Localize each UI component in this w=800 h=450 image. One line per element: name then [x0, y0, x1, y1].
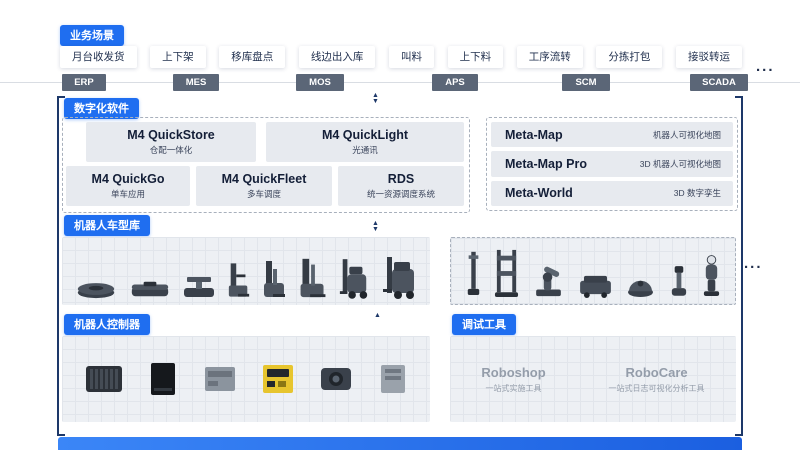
forklift-icon [340, 259, 368, 299]
tool-roboshop: Roboshop 一站式实施工具 [481, 365, 545, 394]
disc-agv-icon [78, 283, 115, 299]
telepresence-robot-icon [671, 266, 686, 296]
dome-robot-icon [627, 280, 653, 298]
safety-controller-icon [263, 365, 294, 393]
tab-transfer[interactable]: 接驳转运 [676, 46, 742, 68]
black-controller-icon [151, 363, 176, 395]
flat-agv-icon [131, 281, 168, 297]
system-mos: MOS [296, 74, 344, 91]
product-desc: 3D 数字孪生 [673, 188, 721, 199]
product-m4-quickfleet: M4 QuickFleet 多车调度 [196, 166, 332, 206]
product-desc: 统一资源调度系统 [366, 189, 435, 199]
system-scada: SCADA [690, 74, 748, 91]
tab-relocation-count[interactable]: 移库盘点 [219, 46, 286, 68]
tool-desc: 一站式实施工具 [485, 383, 542, 393]
flow-arrow-up-icon: ▲ [374, 312, 381, 319]
product-name: RDS [387, 172, 415, 186]
tab-shelving[interactable]: 上下架 [150, 46, 206, 68]
io-module-icon [204, 367, 235, 391]
arrow-up-icon: ▲ [372, 92, 379, 99]
reach-truck-icon [300, 258, 326, 298]
tab-lineside-io[interactable]: 线边出入库 [298, 46, 376, 68]
product-name: M4 QuickGo [91, 172, 165, 186]
product-desc: 光通讯 [352, 145, 378, 155]
product-m4-quickgo: M4 QuickGo 单车应用 [66, 166, 190, 206]
tab-dock-receiving[interactable]: 月台收发货 [60, 46, 137, 68]
humanoid-robot-icon [703, 255, 719, 296]
product-meta-world: Meta-World 3D 数字孪生 [491, 180, 733, 206]
tab-process-flow[interactable]: 工序流转 [516, 46, 583, 68]
meta-product-group: Meta-Map 机器人可视化地图 Meta-Map Pro 3D 机器人可视化… [486, 117, 738, 211]
systems-more-ellipsis: ... [756, 58, 775, 75]
tab-material-call[interactable]: 叫料 [389, 46, 434, 68]
arrow-down-icon: ▼ [372, 226, 379, 233]
product-m4-quicklight: M4 QuickLight 光通讯 [266, 122, 464, 162]
robots-more-ellipsis: ... [744, 255, 763, 272]
tab-sorting-packing[interactable]: 分拣打包 [596, 46, 663, 68]
gray-controller-icon [380, 365, 405, 393]
product-desc: 机器人可视化地图 [652, 129, 721, 140]
robot-icons-row [451, 238, 735, 304]
flow-arrow-updown-icon: ▲ ▼ [372, 220, 379, 233]
system-mes: MES [173, 74, 219, 91]
robot-panel-special [450, 237, 736, 305]
robot-icons-row [62, 237, 430, 305]
controller-panel [62, 336, 430, 422]
digital-software-badge: 数字化软件 [64, 98, 139, 119]
product-meta-map-pro: Meta-Map Pro 3D 机器人可视化地图 [491, 151, 733, 177]
tab-loading[interactable]: 上下料 [447, 46, 504, 68]
system-aps: APS [432, 74, 478, 91]
debug-tools-panel: Roboshop 一站式实施工具 RoboCare 一站式日志可视化分析工具 [450, 336, 736, 422]
shuttle-robot-icon [579, 275, 611, 298]
product-name: Meta-World [505, 186, 573, 201]
finned-controller-icon [86, 366, 123, 392]
product-name: M4 QuickStore [127, 128, 215, 142]
stacker-forklift-icon [264, 261, 286, 297]
tool-name: RoboCare [625, 364, 688, 380]
bottom-platform-bar [58, 437, 742, 450]
system-erp: ERP [62, 74, 106, 91]
pallet-stacker-icon [228, 263, 249, 297]
vision-sensor-icon [321, 368, 352, 390]
robot-library-badge: 机器人车型库 [64, 215, 150, 236]
debug-tools-badge: 调试工具 [452, 314, 516, 335]
flow-arrow-updown-icon: ▲ ▼ [372, 92, 379, 105]
product-desc: 3D 机器人可视化地图 [639, 158, 721, 169]
product-name: Meta-Map Pro [505, 156, 587, 171]
product-desc: 仓配一体化 [149, 145, 193, 155]
product-desc: 多车调度 [246, 189, 281, 199]
frame-bracket-left [57, 96, 65, 436]
tools-row: Roboshop 一站式实施工具 RoboCare 一站式日志可视化分析工具 [450, 336, 736, 422]
product-name: Meta-Map [505, 127, 563, 142]
arrow-up-icon: ▲ [372, 220, 379, 227]
lift-agv-icon [184, 277, 215, 297]
robot-panel-agv [62, 237, 430, 305]
arrow-up-icon: ▲ [374, 312, 381, 319]
controller-icons-row [62, 336, 430, 422]
system-scm: SCM [562, 74, 610, 91]
tool-name: Roboshop [481, 364, 546, 380]
robot-controller-badge: 机器人控制器 [64, 314, 150, 335]
gantry-robot-icon [494, 249, 518, 298]
product-name: M4 QuickLight [321, 128, 409, 142]
scenario-tabs: 月台收发货 上下架 移库盘点 线边出入库 叫料 上下料 工序流转 分拣打包 接驳… [60, 46, 742, 68]
tool-desc: 一站式日志可视化分析工具 [608, 383, 705, 393]
product-name: M4 QuickFleet [221, 172, 307, 186]
arm-robot-icon [535, 266, 561, 297]
pole-robot-icon [467, 251, 479, 296]
product-desc: 单车应用 [110, 189, 145, 199]
product-m4-quickstore: M4 QuickStore 仓配一体化 [86, 122, 256, 162]
software-product-group [62, 117, 470, 213]
business-scenarios-badge: 业务场景 [60, 25, 124, 46]
product-rds: RDS 统一资源调度系统 [338, 166, 464, 206]
product-meta-map: Meta-Map 机器人可视化地图 [491, 122, 733, 148]
counterbalance-forklift-icon [382, 257, 414, 299]
tool-robocare: RoboCare 一站式日志可视化分析工具 [609, 365, 705, 394]
systems-line [0, 82, 800, 83]
arrow-down-icon: ▼ [372, 98, 379, 105]
frame-bracket-right [735, 96, 743, 436]
